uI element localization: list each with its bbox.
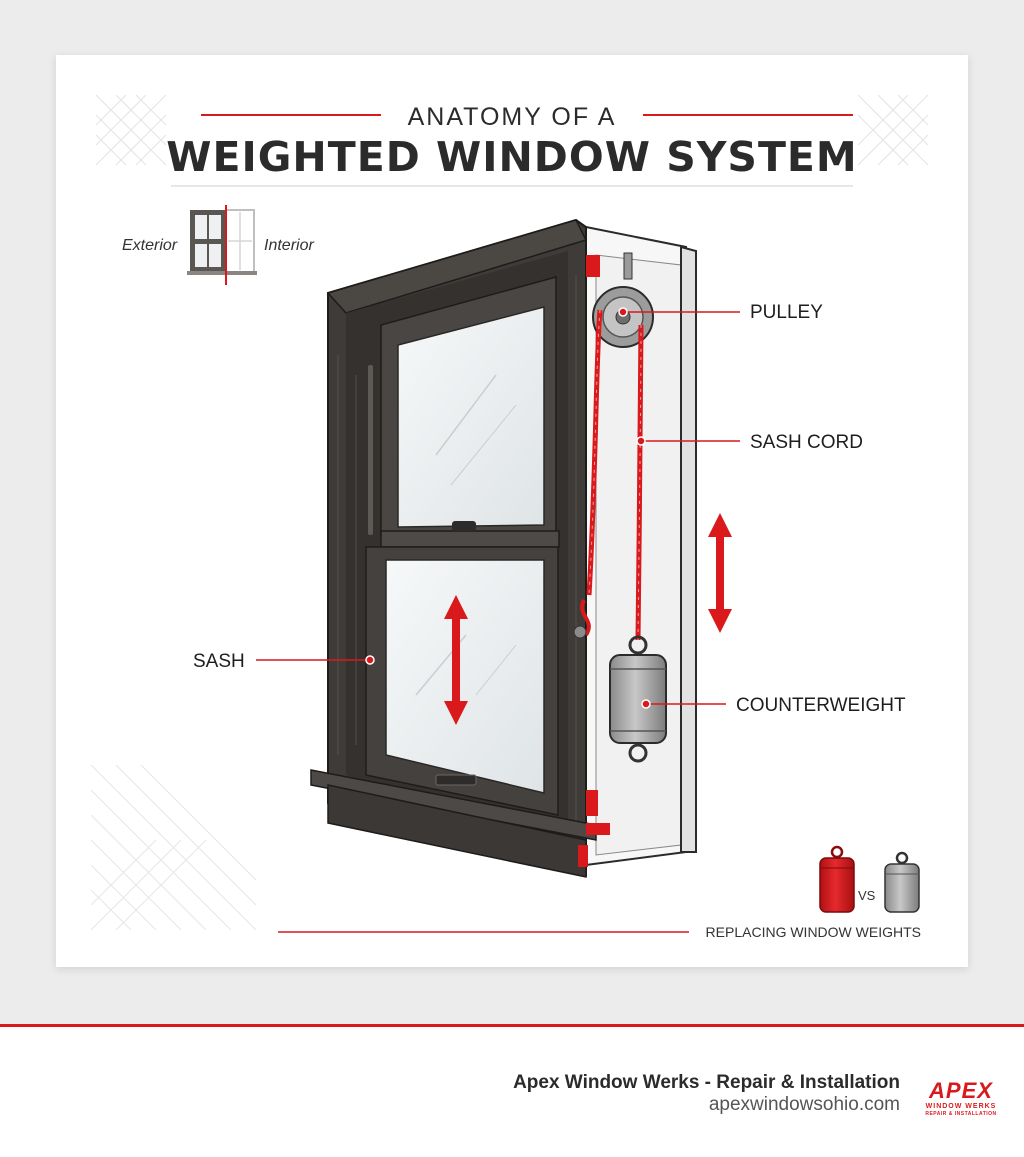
upper-glass-pane [398, 307, 544, 527]
company-name: Apex Window Werks - Repair & Installatio… [513, 1072, 900, 1094]
pulley-label: PULLEY [750, 302, 823, 323]
vs-label: VS [858, 888, 876, 903]
page-title: WEIGHTED WINDOW SYSTEM [166, 133, 857, 181]
footer-bar: Apex Window Werks - Repair & Installatio… [0, 1024, 1024, 1157]
sash-lift-icon [436, 775, 476, 785]
sash-lock-icon [452, 521, 476, 531]
logo-line-1: WINDOW WERKS [918, 1103, 1004, 1111]
diagram-card: ANATOMY OF A WEIGHTED WINDOW SYSTEM Exte… [56, 55, 968, 967]
counterweight-label: COUNTERWEIGHT [736, 695, 906, 716]
corner-hatch-top-right [858, 95, 928, 165]
logo-wordmark: APEX [918, 1079, 1004, 1103]
sash-cord-label: SASH CORD [750, 432, 863, 453]
apex-logo: APEX WINDOW WERKS REPAIR & INSTALLATION [918, 1079, 1004, 1119]
window-diagram: ANATOMY OF A WEIGHTED WINDOW SYSTEM Exte… [56, 55, 968, 967]
exterior-label: Exterior [122, 237, 178, 254]
website-link[interactable]: apexwindowsohio.com [513, 1094, 900, 1116]
counterweight-icon [610, 637, 666, 761]
weight-movement-arrow [708, 513, 732, 633]
orientation-legend: Exterior Interior [122, 205, 314, 285]
new-weight-icon [820, 847, 854, 912]
weight-comparison: VS [820, 847, 919, 912]
corner-hatch-top-left [96, 95, 166, 165]
subtitle: ANATOMY OF A [408, 103, 617, 131]
interior-label: Interior [264, 237, 314, 254]
logo-line-2: REPAIR & INSTALLATION [918, 1111, 1004, 1117]
sash-label: SASH [193, 651, 245, 672]
footer-text: Apex Window Werks - Repair & Installatio… [513, 1072, 900, 1116]
lower-bracket-icon [586, 790, 598, 816]
corner-hatch-bottom-left [91, 765, 256, 930]
comparison-caption: REPLACING WINDOW WEIGHTS [706, 924, 921, 940]
window-frame [311, 220, 596, 877]
old-weight-icon [885, 853, 919, 912]
